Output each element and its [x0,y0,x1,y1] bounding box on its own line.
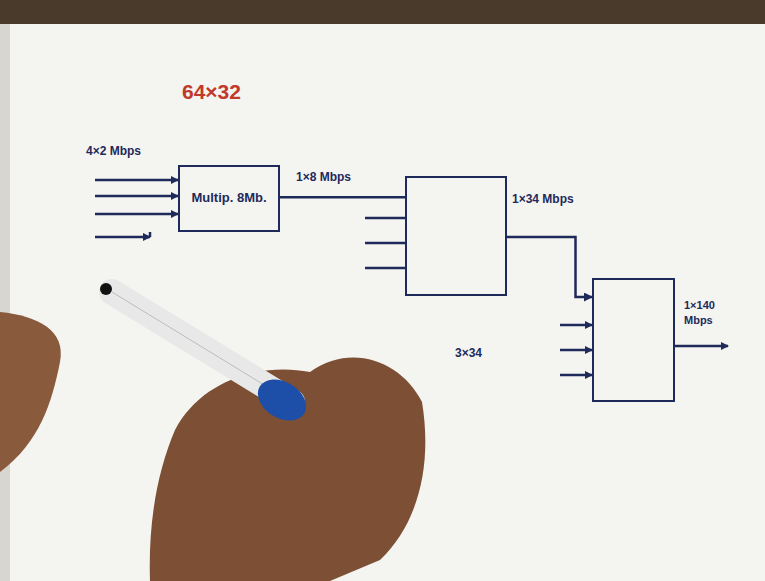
left-hand [0,312,61,472]
signal-line [507,237,592,297]
rate-label: 1×140 Mbps [684,298,734,328]
rate-label: 1×8 Mbps [296,170,351,184]
hand [150,358,426,581]
multiplexer-box: Multip. 8Mb. [178,165,280,232]
rate-label: 3×34 [455,346,482,360]
marker-tip [100,283,112,295]
multiplexer-box [592,278,675,402]
multiplexer-box [405,176,507,296]
box-text: Multip. 8Mb. [185,186,272,211]
top-edge [0,0,765,24]
left-edge [0,24,10,581]
marker-cap [250,371,313,429]
signal-line [280,196,405,199]
rate-label: 4×2 Mbps [86,144,141,158]
rate-label: 1×34 Mbps [512,192,574,206]
title-note: 64×32 [182,80,241,104]
